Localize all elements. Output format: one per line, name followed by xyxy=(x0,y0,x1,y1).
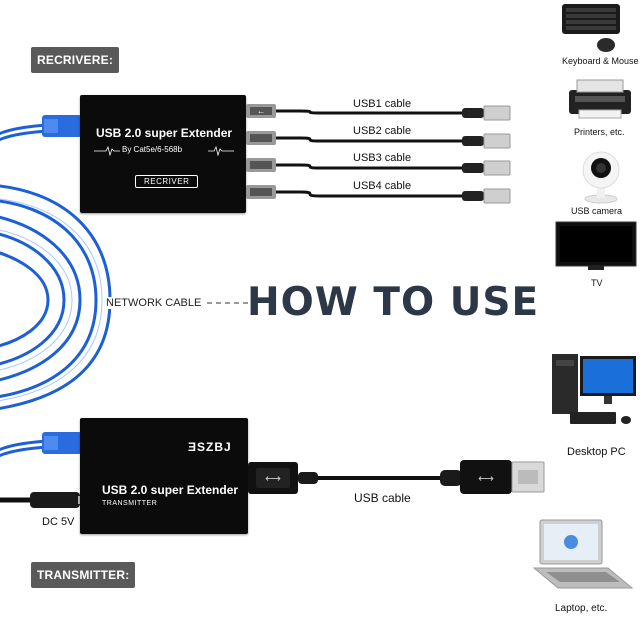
svg-text:⟷: ⟷ xyxy=(265,472,281,485)
printer-label: Printers, etc. xyxy=(574,127,625,137)
laptop-icon xyxy=(532,519,634,589)
receiver-tag: RECRIVERE: xyxy=(31,47,120,73)
waveform-icon xyxy=(94,145,234,157)
keyboard-mouse-icon xyxy=(562,4,620,52)
svg-text:⭠: ⭠ xyxy=(258,108,264,116)
receiver-box: USB 2.0 super Extender By Cat5e/6-568b R… xyxy=(80,95,246,213)
usb3-cable-label: USB3 cable xyxy=(353,152,412,164)
usb2-cable-label: USB2 cable xyxy=(353,125,412,137)
keyboard-mouse-label: Keyboard & Mouse xyxy=(562,56,639,66)
receiver-badge: RECRIVER xyxy=(135,175,199,188)
receiver-subtitle: By Cat5e/6-568b xyxy=(122,145,183,154)
transmitter-name: USB 2.0 super Extender xyxy=(102,483,239,497)
camera-icon xyxy=(582,151,620,204)
tv-icon xyxy=(555,221,637,270)
tv-label: TV xyxy=(591,278,603,288)
usb1-cable-label: USB1 cable xyxy=(353,98,412,110)
desktop-pc-label: Desktop PC xyxy=(567,446,626,458)
transmitter-subtitle: TRANSMITTER xyxy=(102,500,158,507)
svg-text:⟷: ⟷ xyxy=(478,472,494,485)
transmitter-box: ƎSZBJ USB 2.0 super Extender TRANSMITTER xyxy=(80,418,248,534)
receiver-name: USB 2.0 super Extender xyxy=(96,126,233,140)
transmitter-brand: ƎSZBJ xyxy=(188,440,232,454)
usb4-cable-label: USB4 cable xyxy=(353,180,412,192)
camera-label: USB camera xyxy=(571,206,623,216)
desktop-pc-icon xyxy=(552,354,636,424)
dc-5v-label: DC 5V xyxy=(42,516,75,528)
page-title: HOW TO USE xyxy=(247,280,540,325)
usb-cable-label: USB cable xyxy=(354,491,411,505)
printer-icon xyxy=(569,79,631,119)
transmitter-tag: TRANSMITTER: xyxy=(31,562,136,588)
network-cable-label: NETWORK CABLE xyxy=(104,297,204,309)
laptop-label: Laptop, etc. xyxy=(555,603,608,614)
